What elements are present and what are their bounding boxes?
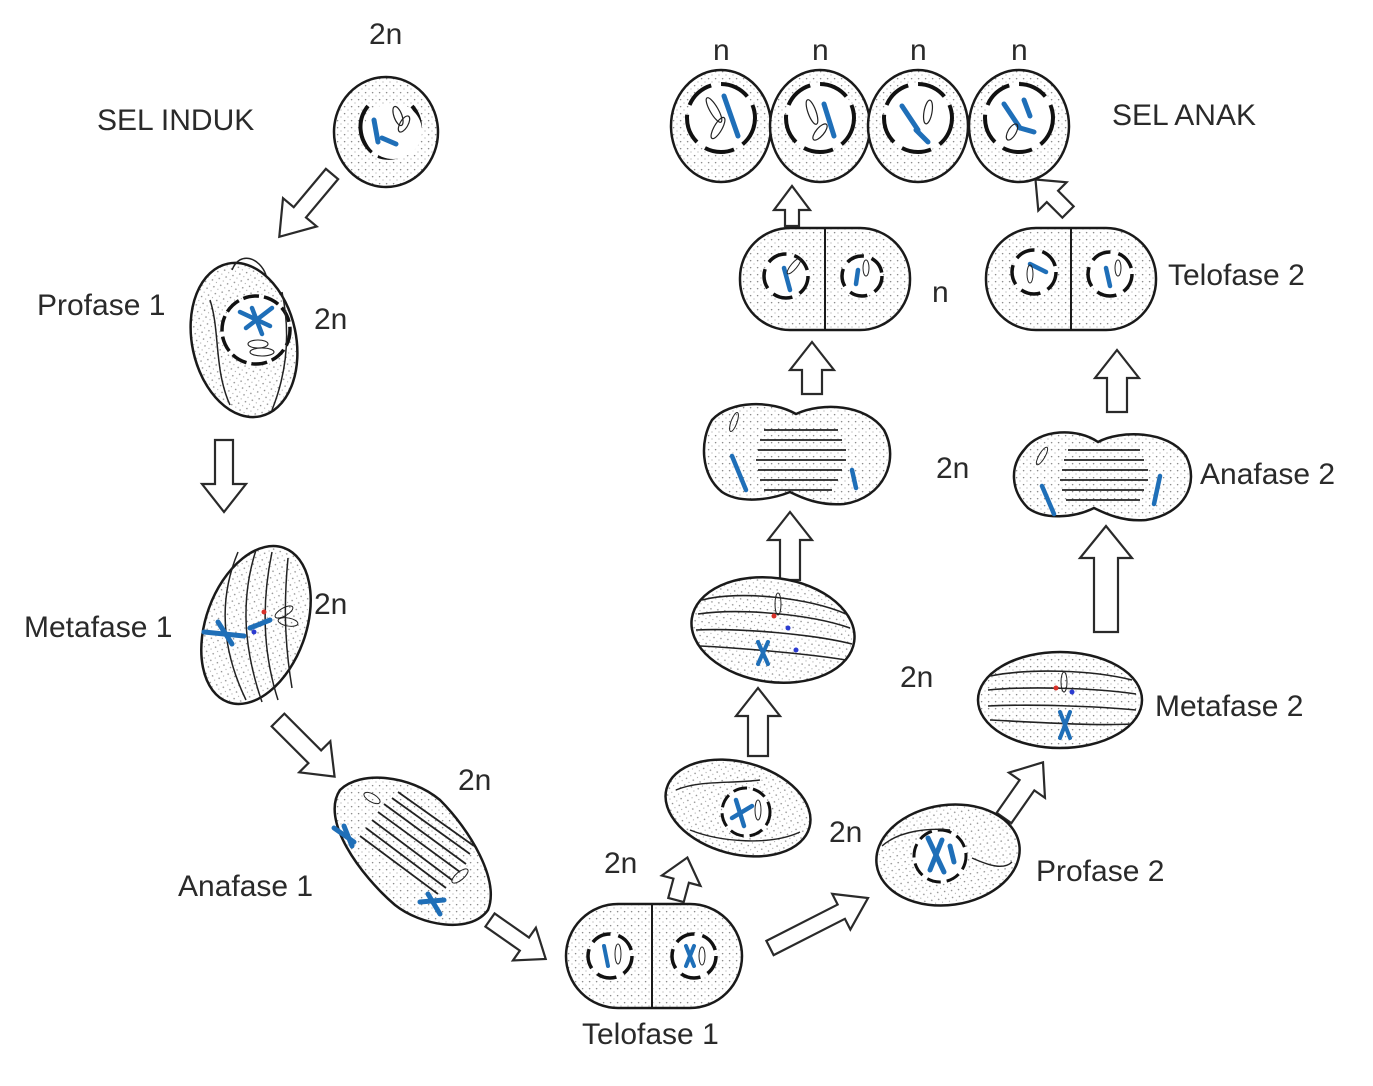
ploidy-sel-anak-4: n [1011,34,1028,67]
cell-metafase2-right [976,650,1144,750]
arrow-telofase1-to-profase2-left [659,855,703,904]
cell-sel-anak-2 [768,68,872,184]
label-telofase2: Telofase 2 [1168,259,1305,292]
label-sel-anak: SEL ANAK [1112,99,1256,132]
arrow-telofase2b-to-selanak [1034,178,1076,220]
cell-telofase1 [564,902,744,1010]
ploidy-anafase2: 2n [936,452,970,485]
cell-sel-anak-3 [866,68,970,184]
label-anafase1: Anafase 1 [178,870,314,903]
ploidy-metafase2: 2n [900,661,934,694]
ploidy-telofase2: n [932,276,949,309]
arrow-anafase1-to-telofase1 [483,911,548,962]
cell-anafase2-left [702,403,892,506]
ploidy-profase2: 2n [829,816,863,849]
ploidy-sel-anak-3: n [910,34,927,67]
arrow-metafase2b-to-anafase2b [1077,524,1135,634]
cell-sel-anak-4 [967,68,1071,184]
cell-profase1 [189,257,299,419]
ploidy-telofase1: 2n [604,847,638,880]
label-anafase2: Anafase 2 [1200,458,1336,491]
arrow-metafase2a-to-anafase2a [765,510,815,582]
label-telofase1: Telofase 1 [582,1018,719,1051]
cell-sel-induk [332,75,440,189]
arrow-profase1-to-metafase1 [199,438,249,514]
ploidy-profase1: 2n [314,303,348,336]
arrow-telofase1-to-profase2-right [764,892,870,957]
label-sel-induk: SEL INDUK [97,104,255,137]
cell-anafase2-right [1012,431,1193,522]
cell-telofase2-left [738,226,912,332]
label-metafase2: Metafase 2 [1155,690,1304,723]
arrow-metafase1-to-anafase1 [270,712,336,778]
arrow-anafase2a-to-telofase2a [787,340,837,396]
ploidy-sel-induk: 2n [369,18,403,51]
label-profase1: Profase 1 [37,289,166,322]
arrow-induk-to-profase1 [278,167,340,239]
chromosome-blue [371,117,399,147]
label-profase2: Profase 2 [1036,855,1165,888]
ploidy-anafase1: 2n [458,764,492,797]
arrow-profase2b-to-metafase2b [995,760,1047,825]
arrow-anafase2b-to-telofase2b [1092,348,1142,414]
cell-profase2-left [664,758,812,858]
cell-sel-anak-1 [669,68,773,184]
cell-anafase1 [331,776,492,926]
ploidy-sel-anak-1: n [713,34,730,67]
arrow-profase2a-to-metafase2a [733,686,783,758]
cell-telofase2-right [984,226,1158,332]
cell-metafase1 [200,544,312,706]
cell-profase2-right [875,803,1021,907]
cell-metafase2-left [690,576,856,684]
arrow-telofase2a-to-selanak [771,184,813,228]
label-metafase1: Metafase 1 [24,611,173,644]
ploidy-metafase1: 2n [314,588,348,621]
ploidy-sel-anak-2: n [812,34,829,67]
